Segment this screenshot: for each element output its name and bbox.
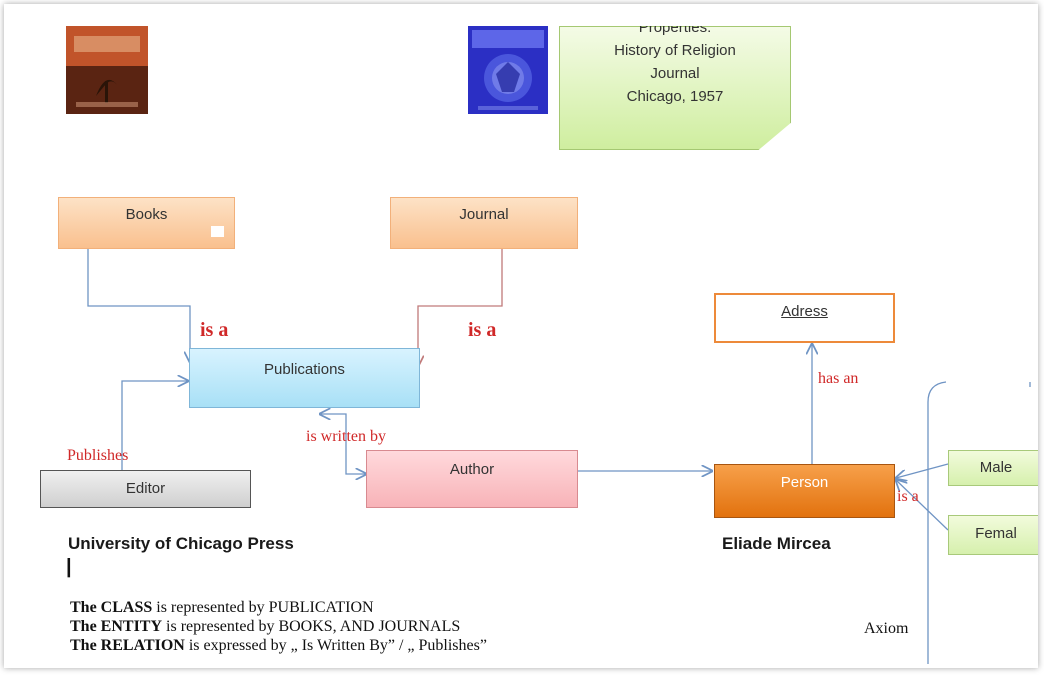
books-small-box xyxy=(211,226,224,237)
note-line-chicago: Chicago, 1957 xyxy=(626,88,724,105)
class-statement-rest: is represented by PUBLICATION xyxy=(152,599,374,616)
is-written-by-label: is written by xyxy=(306,428,386,445)
publishes-label: Publishes xyxy=(67,447,129,464)
male-to-person-arrow xyxy=(896,463,949,478)
femal-node[interactable]: Femal xyxy=(948,515,1038,555)
connector-layer xyxy=(87,248,1031,664)
journal-node[interactable]: Journal xyxy=(390,197,578,249)
editor-node[interactable]: Editor xyxy=(40,470,251,508)
is-a-person-label: is a xyxy=(897,488,919,505)
entity-statement-bold: The ENTITY xyxy=(70,618,163,635)
person-node[interactable]: Person xyxy=(714,464,895,518)
person-label: Person xyxy=(780,474,829,491)
adress-label: Adress xyxy=(781,303,828,320)
femal-label: Femal xyxy=(975,525,1017,542)
entity-statement: The ENTITY is represented by BOOKS, AND … xyxy=(70,618,460,636)
author-to-publications-arrow xyxy=(320,414,347,442)
publications-node[interactable]: Publications xyxy=(189,348,420,408)
relation-statement-bold: The RELATION xyxy=(70,637,185,654)
is-a-left-label: is a xyxy=(200,319,229,341)
editor-to-publications-arrow xyxy=(121,381,188,470)
properties-note: Properties: History of Religion Journal … xyxy=(559,26,791,150)
is-a-right-label: is a xyxy=(468,319,497,341)
author-label: Author xyxy=(449,461,495,478)
note-line-history: History of Religion xyxy=(614,42,736,59)
class-statement-bold: The CLASS xyxy=(70,599,153,616)
entity-statement-rest: is represented by BOOKS, AND JOURNALS xyxy=(162,618,461,635)
diagram-canvas: Properties: History of Religion Journal … xyxy=(4,4,1038,668)
history-of-religions-journal-cover xyxy=(468,26,548,114)
world-religions-book-cover xyxy=(66,26,148,114)
books-to-publications-arrow xyxy=(87,248,190,362)
note-line-properties: Properties: xyxy=(638,19,712,36)
femal-to-person-arrow xyxy=(896,480,949,531)
books-label: Books xyxy=(125,206,168,223)
axiom-caption: Axiom xyxy=(864,620,909,637)
author-name-caption: Eliade Mircea xyxy=(722,534,831,553)
male-label: Male xyxy=(979,459,1013,476)
axiom-bracket xyxy=(927,381,947,664)
has-an-label: has an xyxy=(818,370,859,387)
author-node[interactable]: Author xyxy=(366,450,578,508)
class-statement: The CLASS is represented by PUBLICATION xyxy=(70,599,374,617)
journal-to-publications-arrow xyxy=(418,248,503,366)
adress-node[interactable]: Adress xyxy=(714,293,895,343)
books-node[interactable]: Books xyxy=(58,197,235,249)
note-line-journal: Journal xyxy=(650,65,700,82)
relation-statement: The RELATION is expressed by „ Is Writte… xyxy=(70,637,487,655)
editor-label: Editor xyxy=(125,480,166,497)
publications-to-author-arrow xyxy=(345,442,366,474)
press-caption: University of Chicago Press xyxy=(68,534,294,553)
male-node[interactable]: Male xyxy=(948,450,1038,486)
publications-label: Publications xyxy=(264,361,345,378)
journal-label: Journal xyxy=(459,206,509,223)
relation-statement-rest: is expressed by „ Is Written By” / „ Pub… xyxy=(184,637,487,654)
text-cursor: | xyxy=(66,556,72,578)
